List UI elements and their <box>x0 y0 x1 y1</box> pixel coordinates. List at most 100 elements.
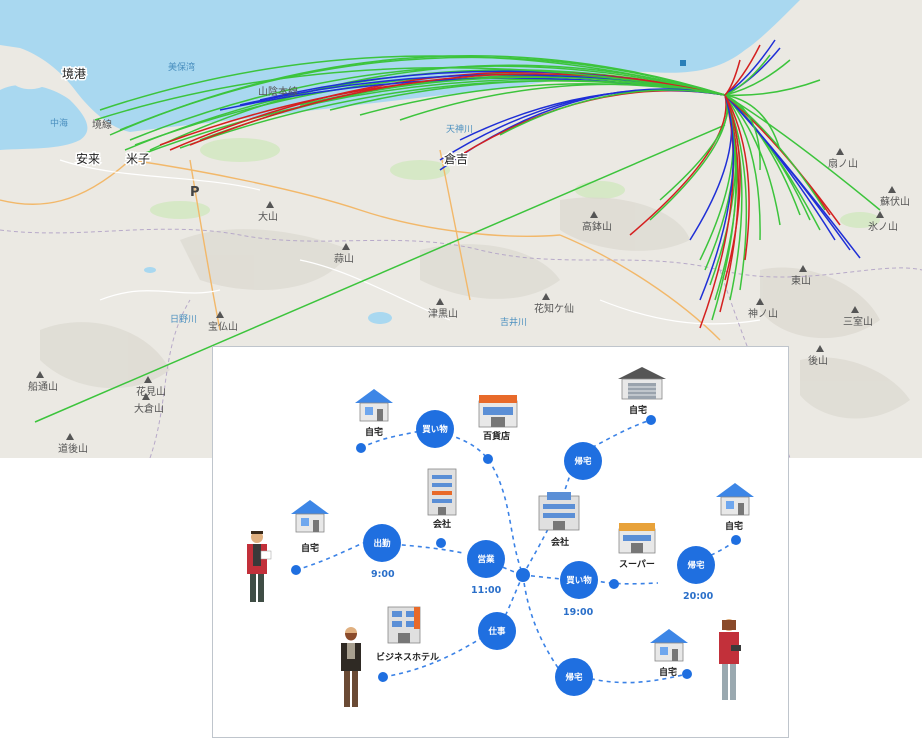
trajectory-line <box>724 39 776 96</box>
mountain-label-dogo: 道後山 <box>58 442 88 455</box>
mountain-label-hanachigasen: 花知ケ仙 <box>534 302 574 315</box>
trajectory-line <box>724 79 821 97</box>
trajectory-line <box>724 94 750 261</box>
person-icon <box>341 627 361 707</box>
trajectory-line <box>629 94 727 236</box>
trajectory-line <box>129 65 726 141</box>
mountain-icon <box>436 298 444 305</box>
trajectory-line <box>724 94 761 241</box>
roads <box>0 149 721 341</box>
trajectory-line <box>699 94 735 301</box>
building-label-home-5: 自宅 <box>659 666 677 678</box>
mountain-markers: 大山蒜山高鉢山津黒山花知ケ仙宝仏山花見山大倉山船通山道後山扇ノ山氷ノ山蘇伏山東山… <box>28 148 910 455</box>
mountain-icon <box>144 376 152 383</box>
mountain-label-hobutsu: 宝仏山 <box>208 320 238 333</box>
mountain-label-kami: 神ノ山 <box>748 307 778 320</box>
mountain-label-daisen: 大山 <box>258 210 278 223</box>
building-label-home-1: 自宅 <box>365 426 383 438</box>
node-shopping-2[interactable]: 買い物 <box>560 561 598 599</box>
department-store-icon <box>478 395 518 428</box>
city-label-sakaiminato: 境港 <box>62 66 86 81</box>
house-icon <box>650 629 688 662</box>
mountain-label-kohachi: 高鉢山 <box>582 220 612 233</box>
mountain-label-mimuro: 三室山 <box>843 315 873 328</box>
node-return-1[interactable]: 帰宅 <box>564 442 602 480</box>
trajectory-line <box>724 94 881 211</box>
road-label-sakaisen: 境線 <box>92 118 112 131</box>
water-label-tenjin: 天神川 <box>446 123 473 135</box>
city-label-yasugi: 安来 <box>76 151 100 166</box>
garage-house-icon <box>618 367 666 400</box>
mountain-icon <box>36 371 44 378</box>
svg-text:買い物: 買い物 <box>566 575 592 586</box>
node-shopping-1[interactable]: 買い物 <box>416 410 454 448</box>
trip-diagram-card: 買い物 帰宅 出勤 営業 買い物 帰宅 仕事 帰宅 <box>212 346 789 738</box>
mountain-icon <box>799 265 807 272</box>
svg-text:帰宅: 帰宅 <box>687 560 705 571</box>
svg-text:営業: 営業 <box>477 554 495 565</box>
city-label-kurayoshi: 倉吉 <box>444 151 468 166</box>
trajectory-line <box>94 66 726 121</box>
node-commute[interactable]: 出勤 <box>363 524 401 562</box>
house-icon <box>716 483 754 516</box>
road-label-sanin: 山陰本線 <box>258 85 298 98</box>
lagoon-area <box>0 84 88 150</box>
building-label-office-2: 会社 <box>551 536 569 548</box>
trajectory-line <box>399 83 726 121</box>
time-label-9: 9:00 <box>371 569 395 580</box>
sea-area <box>0 0 800 132</box>
svg-text:出勤: 出勤 <box>373 538 391 549</box>
node-return-3[interactable]: 帰宅 <box>555 658 593 696</box>
mountain-label-tsuguro: 津黒山 <box>428 308 458 320</box>
trajectory-map[interactable]: 境港 安来 米子 倉吉 美保湾 中海 天神川 日野川 吉井川 山陰本線 境線 P… <box>0 0 922 459</box>
mountain-icon <box>142 393 150 400</box>
trajectory-line <box>724 59 741 96</box>
node-work[interactable]: 仕事 <box>478 612 516 650</box>
water-label-asahi: 吉井川 <box>500 316 527 328</box>
activity-nodes: 買い物 帰宅 出勤 営業 買い物 帰宅 仕事 帰宅 <box>363 410 715 696</box>
port-icon <box>680 60 686 66</box>
svg-text:帰宅: 帰宅 <box>565 672 583 683</box>
person-icon <box>247 531 272 602</box>
trajectory-lines <box>34 39 881 423</box>
building-label-department-store: 百貨店 <box>483 430 510 442</box>
mountain-icon <box>216 311 224 318</box>
trajectory-line <box>189 73 726 146</box>
trajectory-line <box>724 94 861 259</box>
hotel-icon <box>387 606 421 644</box>
forest-patches <box>150 138 880 228</box>
trajectory-line <box>499 89 726 136</box>
mountain-label-hirugen: 蒜山 <box>334 253 354 265</box>
trajectory-line <box>109 55 726 136</box>
mountain-icon <box>876 211 884 218</box>
svg-text:仕事: 仕事 <box>487 626 506 637</box>
office-building-icon <box>538 492 580 531</box>
mountain-icon <box>542 293 550 300</box>
trajectory-line <box>649 94 728 221</box>
supermarket-icon <box>618 523 656 554</box>
trajectory-line <box>724 94 781 151</box>
trajectory-line <box>724 54 771 96</box>
city-label-yonago: 米子 <box>126 152 150 166</box>
water-label-mihowan: 美保湾 <box>168 61 195 73</box>
node-sales[interactable]: 営業 <box>467 540 505 578</box>
time-label-19: 19:00 <box>563 607 594 618</box>
water-label-hino: 日野川 <box>170 314 197 325</box>
water-label-nakaumi: 中海 <box>50 117 68 129</box>
building-label-office-1: 会社 <box>433 518 451 530</box>
city-markers <box>680 60 686 66</box>
mountain-label-hyono: 氷ノ山 <box>868 220 898 233</box>
node-return-2[interactable]: 帰宅 <box>677 546 715 584</box>
building-label-home-3: 自宅 <box>301 542 319 554</box>
mountain-label-higashi: 東山 <box>791 274 811 287</box>
building-label-hotel: ビジネスホテル <box>376 651 439 663</box>
mountain-icon <box>851 306 859 313</box>
mountain-icon <box>888 186 896 193</box>
mountain-label-funadori: 船通山 <box>28 380 58 393</box>
mountain-label-go: 後山 <box>808 354 828 367</box>
mountain-icon <box>266 201 274 208</box>
endpoint-dots <box>291 415 741 682</box>
trajectory-line <box>724 94 826 211</box>
parking-label: P <box>190 185 200 200</box>
house-icon <box>291 500 329 533</box>
